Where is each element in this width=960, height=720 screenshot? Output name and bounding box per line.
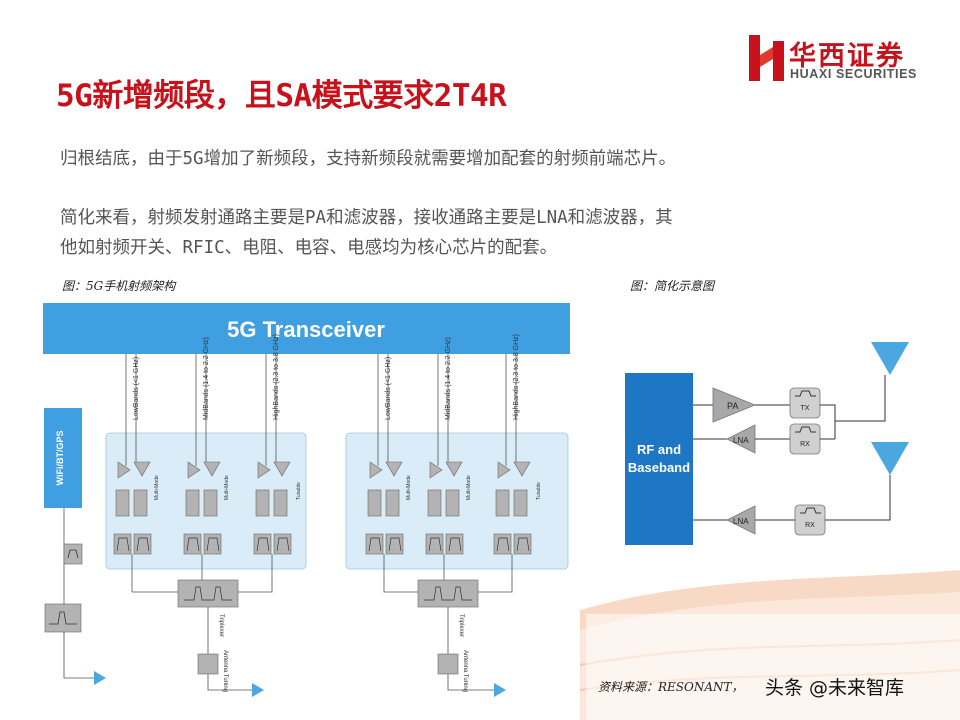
band-low-label-2: LowBands (<1 GHz): [385, 357, 392, 420]
svg-text:Multi-Mode: Multi-Mode: [406, 475, 412, 500]
svg-text:Multi-Mode: Multi-Mode: [224, 475, 230, 500]
band-low-label-1: LowBands (<1 GHz): [133, 357, 140, 420]
pa-amplifier-icon: [712, 387, 757, 423]
transceiver-label: 5G Transceiver: [227, 317, 385, 342]
huaxi-logo-icon: [749, 35, 784, 81]
rf-baseband-label-line2: Baseband: [628, 460, 690, 475]
lna-label-2: LNA: [733, 517, 749, 526]
triplexer-label-2: Triplexer: [458, 614, 464, 637]
source-note: 资料来源：RESONANT，: [598, 680, 744, 694]
company-logo: [748, 33, 948, 85]
antenna-tuning-label-1: Antenna Tuning: [222, 650, 228, 692]
logo-english-text: HUAXI SECURITIES: [790, 67, 917, 81]
slide-title: 5G新增频段，且SA模式要求2T4R: [56, 78, 507, 114]
simplified-diagram: RF and Baseband PA TX LNA RX LNA RX: [615, 330, 925, 560]
rx-label-2: RX: [805, 522, 815, 529]
rx-label-1: RX: [800, 441, 810, 448]
triplexer-label-1: Triplexer: [218, 614, 224, 637]
svg-text:Multi-Mode: Multi-Mode: [466, 475, 472, 500]
rx-filter-icon-2: [794, 504, 826, 536]
svg-text:Tunable: Tunable: [536, 482, 542, 500]
band-mid-label-1: MidBands (1.4 to 2.2 GHz): [203, 337, 210, 420]
logo-chinese-text: 华西证券: [789, 41, 905, 72]
band-high-label-2: HighBands (2.3 to 3.8 GHz): [513, 334, 520, 420]
caption-right: 图：简化示意图: [630, 279, 715, 293]
paragraph-1: 归根结底，由于5G增加了新频段，支持新频段就需要增加配套的射频前端芯片。: [60, 149, 677, 169]
rf-architecture-diagram: 5G Transceiver WiFi/BT/GPS LowBands (<1 …: [38, 300, 578, 705]
wifi-label: WiFi/BT/GPS: [55, 431, 65, 486]
antenna-icon-2: [871, 442, 909, 475]
rx-filter-icon-1: [789, 423, 821, 455]
simplified-diagram-svg: RF and Baseband PA TX LNA RX LNA RX: [625, 342, 909, 545]
rf-architecture-svg: 5G Transceiver WiFi/BT/GPS LowBands (<1 …: [43, 303, 570, 697]
paragraph-2-line-2: 他如射频开关、RFIC、电阻、电容、电感均为核心芯片的配套。: [60, 238, 558, 258]
decorative-wave: [580, 570, 960, 720]
band-mid-label-2: MidBands (1.4 to 2.2 GHz): [445, 337, 452, 420]
band-high-label-1: HighBands (2.3 to 3.8 GHz): [273, 334, 280, 420]
svg-text:Tunable: Tunable: [296, 482, 302, 500]
caption-left: 图：5G手机射频架构: [62, 279, 176, 293]
pa-label: PA: [727, 401, 738, 411]
tx-label: TX: [801, 405, 810, 412]
paragraph-2-line-1: 简化来看，射频发射通路主要是PA和滤波器，接收通路主要是LNA和滤波器，其: [60, 208, 673, 228]
tx-filter-icon: [789, 387, 821, 419]
watermark: 头条 @未来智库: [765, 677, 905, 699]
antenna-icon-1: [871, 342, 909, 375]
lna-label-1: LNA: [733, 436, 749, 445]
antenna-tuning-label-2: Antenna Tuning: [462, 650, 468, 692]
rf-baseband-label-line1: RF and: [637, 442, 681, 457]
svg-text:Multi-Mode: Multi-Mode: [154, 475, 160, 500]
